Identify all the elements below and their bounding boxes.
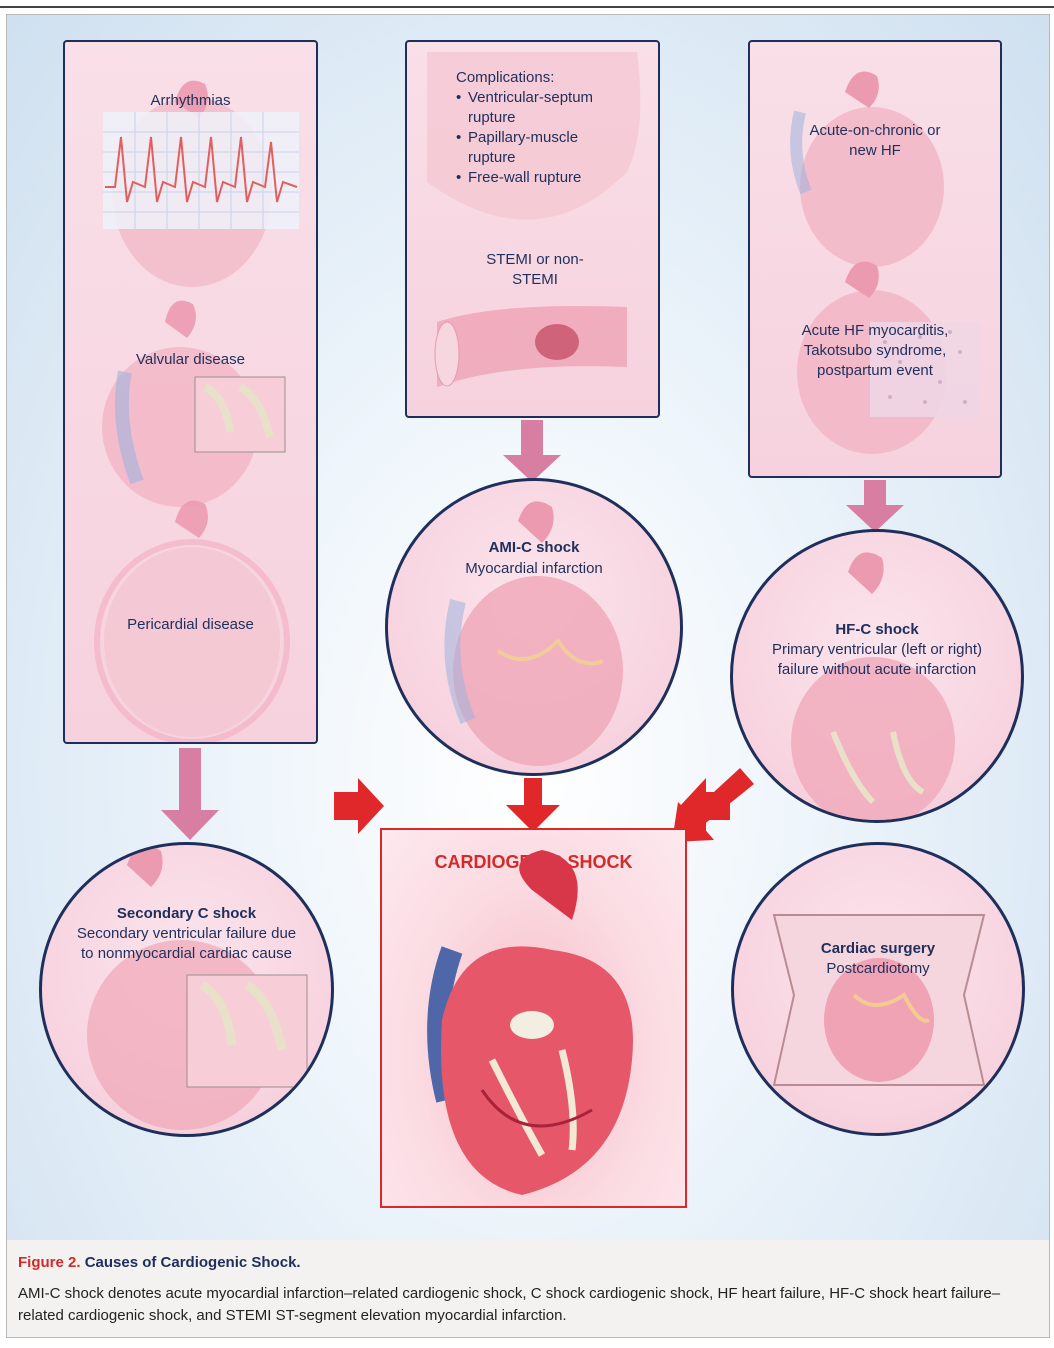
cardiac-surgery-title: Cardiac surgery (734, 939, 1022, 959)
valvular-disease-label: Valvular disease (65, 350, 316, 370)
figure-caption-body: AMI-C shock denotes acute myocardial inf… (18, 1283, 1038, 1327)
figure-title: Causes of Cardiogenic Shock. (85, 1254, 301, 1271)
complications-list: Complications: Ventricular-septum ruptur… (456, 68, 620, 188)
ami-c-shock-circle: AMI-C shock Myocardial infarction (385, 478, 683, 776)
acute-hf-label: Acute HF myocarditis, Takotsubo syndrome… (770, 321, 980, 381)
figure-number: Figure 2. (18, 1254, 81, 1271)
hf-c-shock-subtitle: Primary ventricular (left or right) fail… (751, 640, 1003, 680)
complication-item: Free-wall rupture (456, 168, 620, 188)
secondary-c-shock-circle: Secondary C shock Secondary ventricular … (39, 842, 334, 1137)
ami-c-shock-subtitle: Myocardial infarction (388, 559, 680, 579)
artery (437, 306, 627, 387)
ami-heart-illustration (388, 481, 683, 776)
left-cause-box: Arrhythmias Valvular disease Pericardial… (63, 40, 318, 744)
secondary-c-shock-title: Secondary C shock (42, 904, 331, 924)
figure-caption-title: Figure 2. Causes of Cardiogenic Shock. (18, 1254, 301, 1271)
right-cause-box: Acute-on-chronic or new HF Acute HF myoc… (748, 40, 1002, 478)
plaque (535, 324, 579, 360)
central-heart-illustration (382, 830, 685, 1206)
cardiac-surgery-subtitle: Postcardiotomy (734, 959, 1022, 979)
surgery-illustration (734, 845, 1025, 1136)
arrhythmias-label: Arrhythmias (65, 91, 316, 111)
right-box-illustrations (750, 42, 1002, 478)
hf-c-shock-circle: HF-C shock Primary ventricular (left or … (730, 529, 1024, 823)
ecg-panel (103, 112, 299, 229)
cardiac-surgery-circle: Cardiac surgery Postcardiotomy (731, 842, 1025, 1136)
acute-on-chronic-label: Acute-on-chronic or new HF (805, 121, 945, 161)
left-box-heart-illustrations (65, 42, 318, 744)
ami-c-shock-title: AMI-C shock (388, 538, 680, 558)
secondary-heart-illustration (42, 845, 334, 1137)
top-rule (0, 6, 1054, 8)
cardiogenic-shock-box: CARDIOGENIC SHOCK (380, 828, 687, 1208)
complication-item: Papillary-muscle rupture (456, 128, 598, 168)
complication-item: Ventricular-septum rupture (456, 88, 620, 128)
pericardial-disease-label: Pericardial disease (65, 615, 316, 635)
hf-c-shock-title: HF-C shock (733, 620, 1021, 640)
complications-title: Complications: (456, 68, 620, 88)
secondary-c-shock-subtitle: Secondary ventricular failure due to non… (72, 924, 301, 964)
stemi-label: STEMI or non-STEMI (485, 250, 585, 290)
